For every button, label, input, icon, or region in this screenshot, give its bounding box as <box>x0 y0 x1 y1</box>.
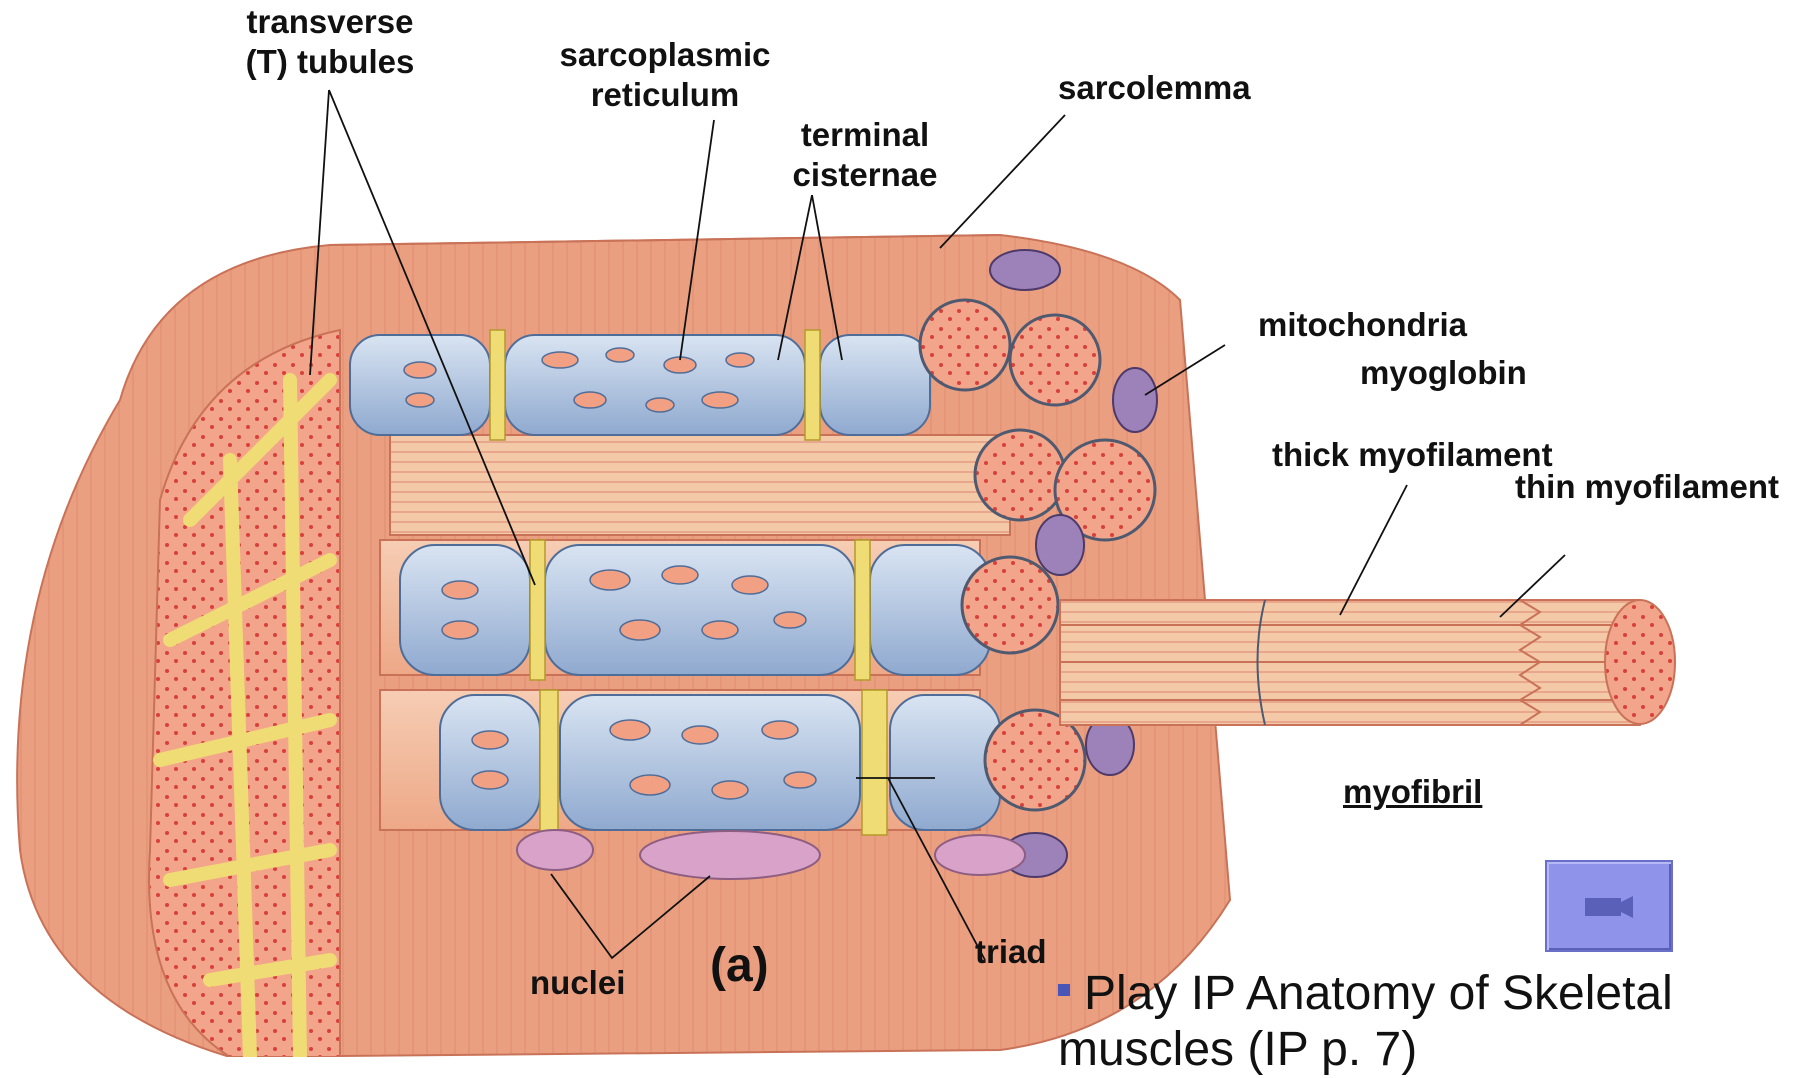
label-sarcolemma: sarcolemma <box>1058 68 1251 108</box>
label-transverse-line1: transverse <box>200 2 460 42</box>
label-terminal-cisternae: terminal cisternae <box>765 115 965 195</box>
bullet-line-2: muscles (IP p. 7) <box>1058 1022 1673 1078</box>
bullet-square-icon <box>1058 984 1070 996</box>
label-myofibril: myofibril <box>1343 772 1482 812</box>
bullet-line-1: Play IP Anatomy of Skeletal <box>1058 966 1673 1022</box>
video-camera-icon <box>1547 862 1671 950</box>
label-sr-line1: sarcoplasmic <box>540 35 790 75</box>
label-triad: triad <box>975 932 1047 972</box>
label-sr-line2: reticulum <box>540 75 790 115</box>
label-tc-line2: cisternae <box>765 155 965 195</box>
play-video-button[interactable] <box>1545 860 1673 952</box>
label-tc-line1: terminal <box>765 115 965 155</box>
label-thin-myofilament: thin myofilament <box>1515 467 1779 507</box>
label-transverse-line2: (T) tubules <box>200 42 460 82</box>
label-thick-myofilament: thick myofilament <box>1272 435 1553 475</box>
label-mitochondria: mitochondria <box>1258 305 1467 345</box>
sarcoplasmic-reticulum <box>350 335 1000 830</box>
label-myoglobin: myoglobin <box>1360 353 1527 393</box>
label-nuclei: nuclei <box>530 963 625 1003</box>
label-part-a: (a) <box>710 938 769 993</box>
play-ip-bullet[interactable]: Play IP Anatomy of Skeletal muscles (IP … <box>1058 966 1673 1078</box>
label-transverse-tubules: transverse (T) tubules <box>200 2 460 82</box>
extended-myofibril <box>1060 600 1675 725</box>
label-sarcoplasmic-reticulum: sarcoplasmic reticulum <box>540 35 790 115</box>
bullet-line-1-text: Play IP Anatomy of Skeletal <box>1084 967 1673 1020</box>
